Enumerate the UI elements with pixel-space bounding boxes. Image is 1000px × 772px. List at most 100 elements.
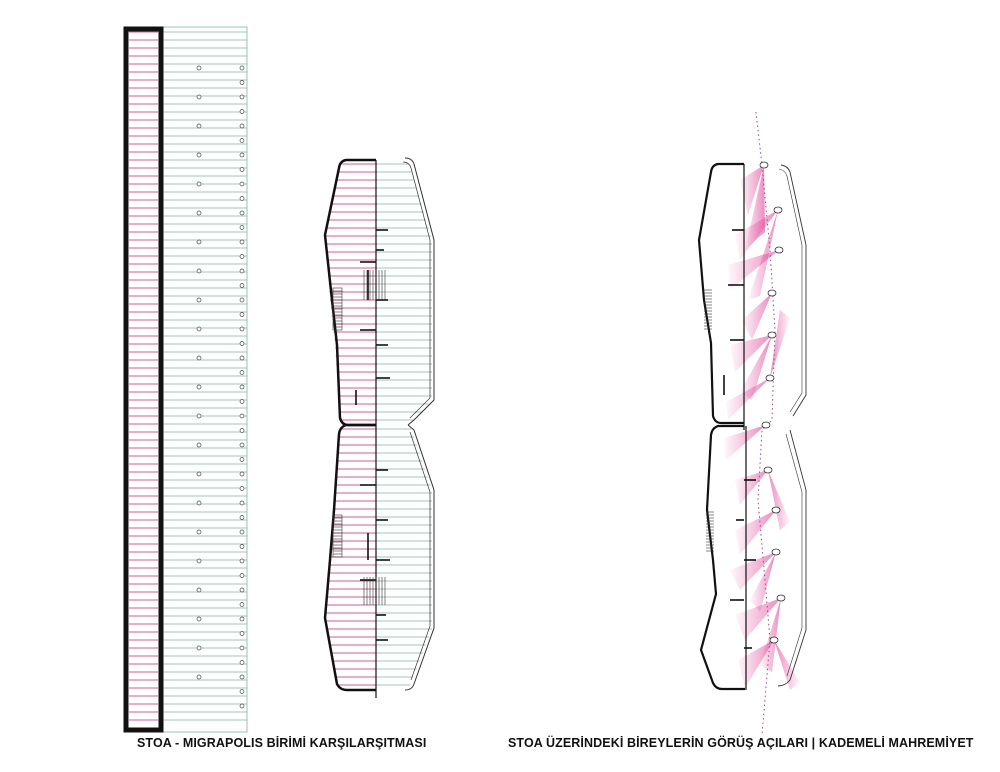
view-angle-plan [697,111,807,736]
view-cone [740,335,772,400]
viewer-eye-icon [765,374,775,382]
column-marker [196,65,202,71]
viewer-eye-icon [776,594,786,602]
migrapolis-plan [323,157,435,698]
view-cone [728,250,779,290]
view-facade-upper-inner [778,168,803,413]
column-marker [239,355,245,361]
column-marker [239,645,245,651]
view-internal-walls [704,229,756,649]
view-cone [735,470,768,505]
viewer-eye-icon [767,289,777,297]
column-marker [196,529,202,535]
plan-internal-walls [355,229,390,641]
plan-facade-upper [404,157,435,426]
stoa-unit-block [123,26,248,733]
column-marker [239,341,245,346]
plan-outline-lower [323,423,376,692]
column-marker [239,616,245,622]
column-marker [239,384,245,390]
column-marker [239,225,245,230]
viewer-eye-icon [774,246,784,254]
column-marker [239,573,245,578]
column-marker [196,587,202,593]
caption-right: STOA ÜZERİNDEKİ BİREYLERİN GÖRÜŞ AÇILARI… [508,736,974,750]
unit-magenta-hatch [129,31,158,721]
view-cone [738,640,774,688]
column-marker [239,196,245,201]
column-marker [196,645,202,651]
column-marker [239,689,245,694]
column-marker [196,471,202,477]
view-cone [742,293,772,340]
column-marker [196,210,202,216]
column-marker [196,384,202,390]
view-cones [724,165,800,690]
column-marker [196,500,202,506]
column-marker [239,283,245,288]
column-marker [239,65,245,71]
column-marker [239,181,245,187]
plan-stairs [332,270,386,605]
column-marker [239,674,245,680]
column-marker [239,457,245,462]
viewer-eye-icon [773,206,783,214]
column-marker [239,413,245,419]
column-marker [239,515,245,520]
viewer-eye-icon [763,466,773,474]
view-plan-outline-lower [699,424,745,691]
plan-magenta-hatch-upper [325,163,376,421]
column-marker [239,167,245,172]
column-marker [239,123,245,129]
column-marker [239,486,245,491]
view-cone [735,510,776,555]
column-marker [196,326,202,332]
viewer-eye-icon [759,161,769,169]
column-marker [196,355,202,361]
column-marker [239,544,245,549]
column-marker [239,312,245,317]
column-marker [239,109,245,114]
column-marker [239,471,245,477]
column-marker [239,428,245,433]
column-marker [196,268,202,274]
column-marker [239,94,245,100]
unit-outline [162,26,248,733]
column-marker [196,181,202,187]
column-marker [239,587,245,593]
column-marker [239,326,245,332]
unit-teal-hatch [163,31,247,721]
viewer-eye-icon [771,548,781,556]
view-cone [730,335,772,372]
view-cone [726,378,770,420]
view-cone [730,552,776,590]
column-marker [196,239,202,245]
column-marker [239,210,245,216]
column-marker [196,674,202,680]
view-facade-lower [777,429,807,687]
column-marker [239,268,245,274]
caption-left: STOA - MIGRAPOLIS BİRİMİ KARŞILARŞITMASI [137,736,427,750]
view-cone [724,425,766,460]
column-marker [239,558,245,564]
view-cone [770,310,790,378]
unit-thick-wall [123,26,164,733]
view-facade-lower-inner [785,433,803,677]
column-marker [239,500,245,506]
column-marker [196,123,202,129]
column-marker [239,239,245,245]
column-marker [239,703,245,709]
column-marker [239,297,245,303]
column-marker [239,152,245,158]
column-marker [239,529,245,535]
column-marker [239,631,245,636]
column-marker [239,442,245,448]
viewer-eye-icon [761,421,771,429]
column-marker [196,442,202,448]
view-plan-outline-upper [697,162,744,425]
column-marker [196,152,202,158]
viewer-eye-icon [767,331,777,339]
column-marker [196,94,202,100]
plan-facade-upper-inner [402,161,431,419]
